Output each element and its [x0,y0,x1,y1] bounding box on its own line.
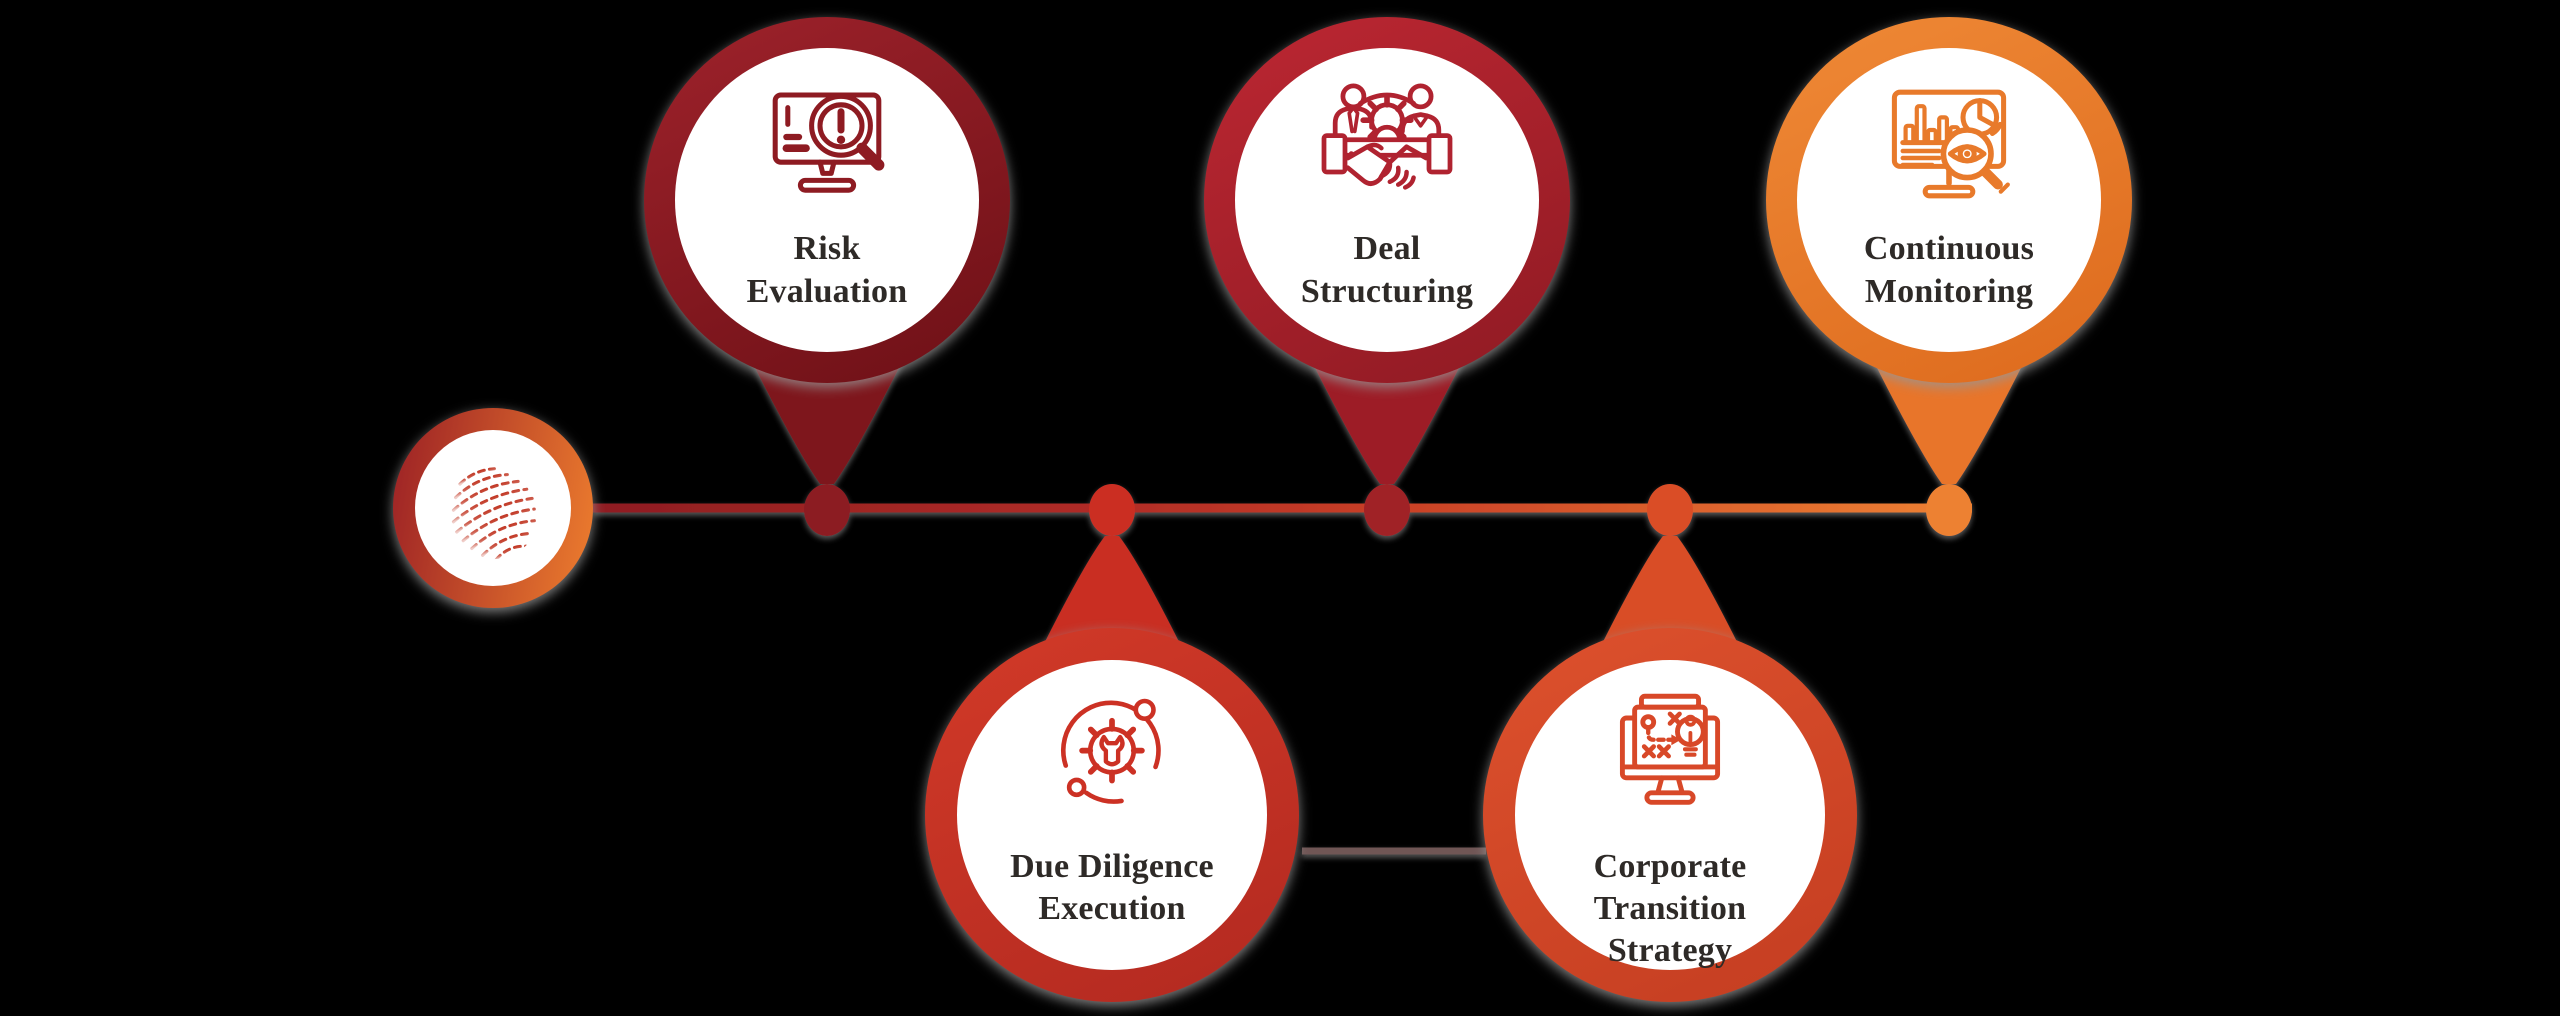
tail-deal-structuring [1305,348,1469,484]
strategy-board-monitor-icon [1619,693,1721,805]
handshake-gear-icon [1321,83,1453,190]
hub-node [393,408,593,608]
dashed-globe-logo-icon [451,467,536,562]
hub-ring [393,408,593,608]
timeline-dot-continuous [1926,484,1972,536]
timeline-dot-deal [1364,484,1410,536]
timeline-dot-corporate [1647,484,1693,536]
dashboard-eye-magnifier-icon [1891,89,2010,199]
hub-inner-circle [415,430,571,586]
risk-scan-monitor-icon [772,92,885,193]
tail-risk-evaluation [745,348,909,484]
gear-wrench-orbit-icon [1060,698,1161,804]
timeline-dot-due [1089,484,1135,536]
timeline-dot-risk [804,484,850,536]
tail-continuous-monitoring [1867,348,2031,484]
